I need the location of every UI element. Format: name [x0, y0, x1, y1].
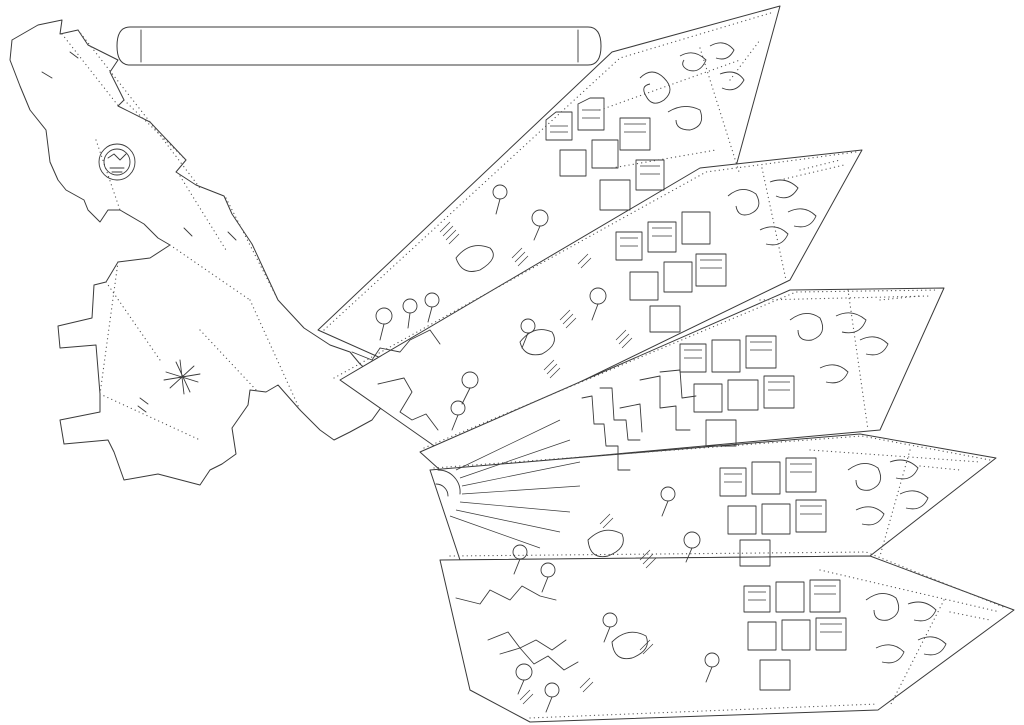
star-burst-icon [163, 359, 201, 395]
zigzag-slots [351, 329, 579, 671]
house-icon [545, 97, 847, 691]
panel-5 [439, 555, 1015, 723]
sun-icon [435, 419, 581, 549]
badge-seal-icon [98, 143, 136, 181]
wave-slots [581, 369, 697, 471]
base-net [9, 19, 393, 486]
panel-2 [339, 149, 863, 451]
tree-icon [375, 184, 720, 713]
floral-ornament-icon [639, 39, 991, 664]
panel-fan [317, 5, 1015, 723]
top-strip [116, 26, 602, 66]
panel-fold-lines [323, 11, 1007, 719]
